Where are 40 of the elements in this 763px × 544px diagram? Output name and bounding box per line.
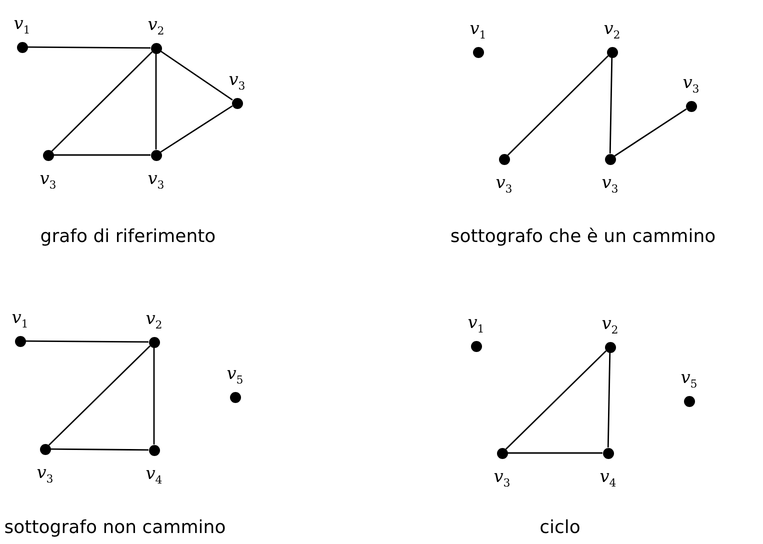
vertex-label: v$_{3}$ [40,168,56,188]
vertex-label: v$_{1}$ [12,308,28,328]
vertex-label: v$_{2}$ [146,308,162,328]
vertex-label: v$_{3}$ [494,466,510,486]
edge-line [26,340,148,343]
edge-line [155,54,157,150]
edge-line [609,57,613,154]
edge-line [505,350,607,450]
vertex-label: v$_{1}$ [470,18,486,38]
caption: sottografo che è un cammino [450,226,716,247]
vertex-label: v$_{3}$ [496,172,512,192]
edge-line [28,46,150,49]
edge-line [614,108,687,157]
vertex-label: v$_{2}$ [148,14,164,34]
edge-line [50,448,148,451]
caption: ciclo [540,517,580,538]
edge-line [160,50,233,100]
vertex-label: v$_{5}$ [680,368,698,388]
vertex-label: v$_{2}$ [602,314,618,334]
edge-line [51,51,153,152]
edge-line [48,345,151,446]
vertex-label: v$_{3}$ [682,72,700,92]
edge-line [153,348,155,444]
edge-line [160,105,233,153]
edge-line [607,352,611,448]
caption: grafo di riferimento [40,226,216,247]
edge-line [508,452,602,454]
vertex-label: v$_{5}$ [226,364,244,384]
vertex-label: v$_{3}$ [602,172,618,192]
vertex-label: v$_{3}$ [228,70,246,90]
vertex-label: v$_{2}$ [604,18,620,38]
caption: sottografo non cammino [4,517,226,538]
vertex-label: v$_{4}$ [146,464,162,484]
vertex-label: v$_{3}$ [36,462,54,482]
vertex-label: v$_{1}$ [14,14,30,34]
vertex-label: v$_{4}$ [600,466,616,486]
edge-line [507,55,609,156]
vertex-label: v$_{3}$ [148,168,164,188]
vertex-label: v$_{1}$ [468,312,484,332]
edge-line [54,154,150,156]
